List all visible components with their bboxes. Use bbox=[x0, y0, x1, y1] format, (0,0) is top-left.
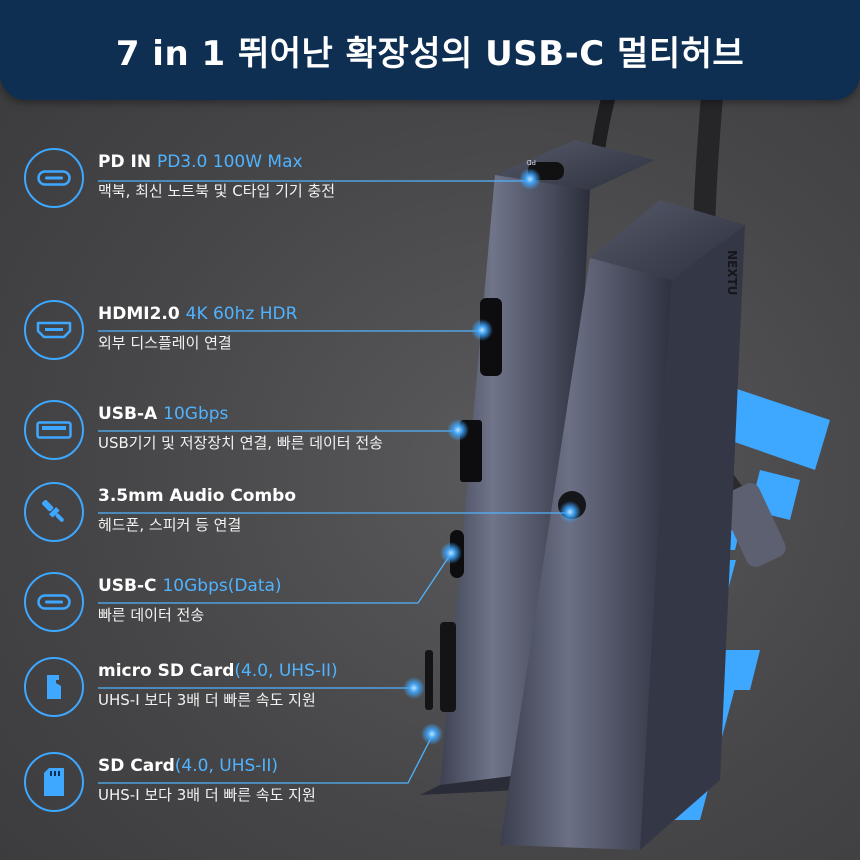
sd-card-slot bbox=[440, 622, 456, 712]
feature-name: USB-A bbox=[98, 404, 158, 424]
feature-desc: 외부 디스플레이 연결 bbox=[98, 334, 232, 352]
feature-desc: UHS-I 보다 3배 더 빠른 속도 지원 bbox=[98, 786, 316, 804]
feature-desc: UHS-I 보다 3배 더 빠른 속도 지원 bbox=[98, 691, 316, 709]
usb-c-port-icon bbox=[24, 572, 84, 632]
hdmi-port-icon bbox=[24, 300, 84, 360]
connector-lines bbox=[98, 180, 570, 784]
feature-name: 3.5mm Audio Combo bbox=[98, 486, 297, 506]
device-brand-text: NEXTU bbox=[725, 250, 739, 295]
micro-sd-card-icon bbox=[24, 657, 84, 717]
feature-name: USB-C bbox=[98, 576, 157, 596]
feature-audio: 3.5mm Audio Combo 헤드폰, 스피커 등 연결 bbox=[24, 482, 444, 546]
feature-name: PD IN bbox=[98, 152, 152, 172]
feature-micro-sd: micro SD Card(4.0, UHS-II) UHS-I 보다 3배 더… bbox=[24, 657, 444, 721]
port-glows bbox=[403, 168, 581, 745]
feature-spec: (4.0, UHS-II) bbox=[234, 661, 338, 681]
hub-b-top bbox=[590, 200, 745, 280]
feature-spec: 10Gbps(Data) bbox=[162, 576, 282, 596]
port-label: PD bbox=[526, 158, 536, 166]
feature-usb-c-data: USB-C 10Gbps(Data) 빠른 데이터 전송 bbox=[24, 572, 444, 636]
micro-sd-slot bbox=[425, 650, 433, 710]
feature-pd-in: PD IN PD3.0 100W Max 맥북, 최신 노트북 및 C타입 기기… bbox=[24, 148, 444, 212]
feature-spec: 10Gbps bbox=[163, 404, 229, 424]
feature-desc: 맥북, 최신 노트북 및 C타입 기기 충전 bbox=[98, 182, 336, 200]
feature-usb-a: USB-A 10Gbps USB기기 및 저장장치 연결, 빠른 데이터 전송 bbox=[24, 400, 444, 464]
usb-c-port-icon bbox=[24, 148, 84, 208]
page-title: 7 in 1 뛰어난 확장성의 USB-C 멀티허브 bbox=[115, 33, 745, 74]
usb-a-port-icon bbox=[24, 400, 84, 460]
feature-name: SD Card bbox=[98, 756, 175, 776]
sd-card-icon bbox=[24, 752, 84, 812]
feature-name: micro SD Card bbox=[98, 661, 235, 681]
feature-spec: (4.0, UHS-II) bbox=[174, 756, 279, 776]
feature-spec: PD3.0 100W Max bbox=[156, 152, 303, 172]
feature-sd: SD Card(4.0, UHS-II) UHS-I 보다 3배 더 빠른 속도… bbox=[24, 752, 444, 816]
usb-c-plug bbox=[720, 483, 786, 567]
feature-desc: 빠른 데이터 전송 bbox=[98, 606, 205, 624]
feature-hdmi: HDMI2.0 4K 60hz HDR 외부 디스플레이 연결 bbox=[24, 300, 444, 364]
feature-spec: 4K 60hz HDR bbox=[185, 304, 298, 324]
feature-name: HDMI2.0 bbox=[98, 304, 180, 324]
hdmi-port bbox=[480, 298, 502, 376]
hub-b-body bbox=[500, 258, 672, 850]
header-banner: 7 in 1 뛰어난 확장성의 USB-C 멀티허브 bbox=[0, 0, 860, 100]
feature-desc: 헤드폰, 스피커 등 연결 bbox=[98, 516, 242, 534]
audio-jack-icon bbox=[24, 482, 84, 542]
feature-desc: USB기기 및 저장장치 연결, 빠른 데이터 전송 bbox=[98, 434, 383, 452]
